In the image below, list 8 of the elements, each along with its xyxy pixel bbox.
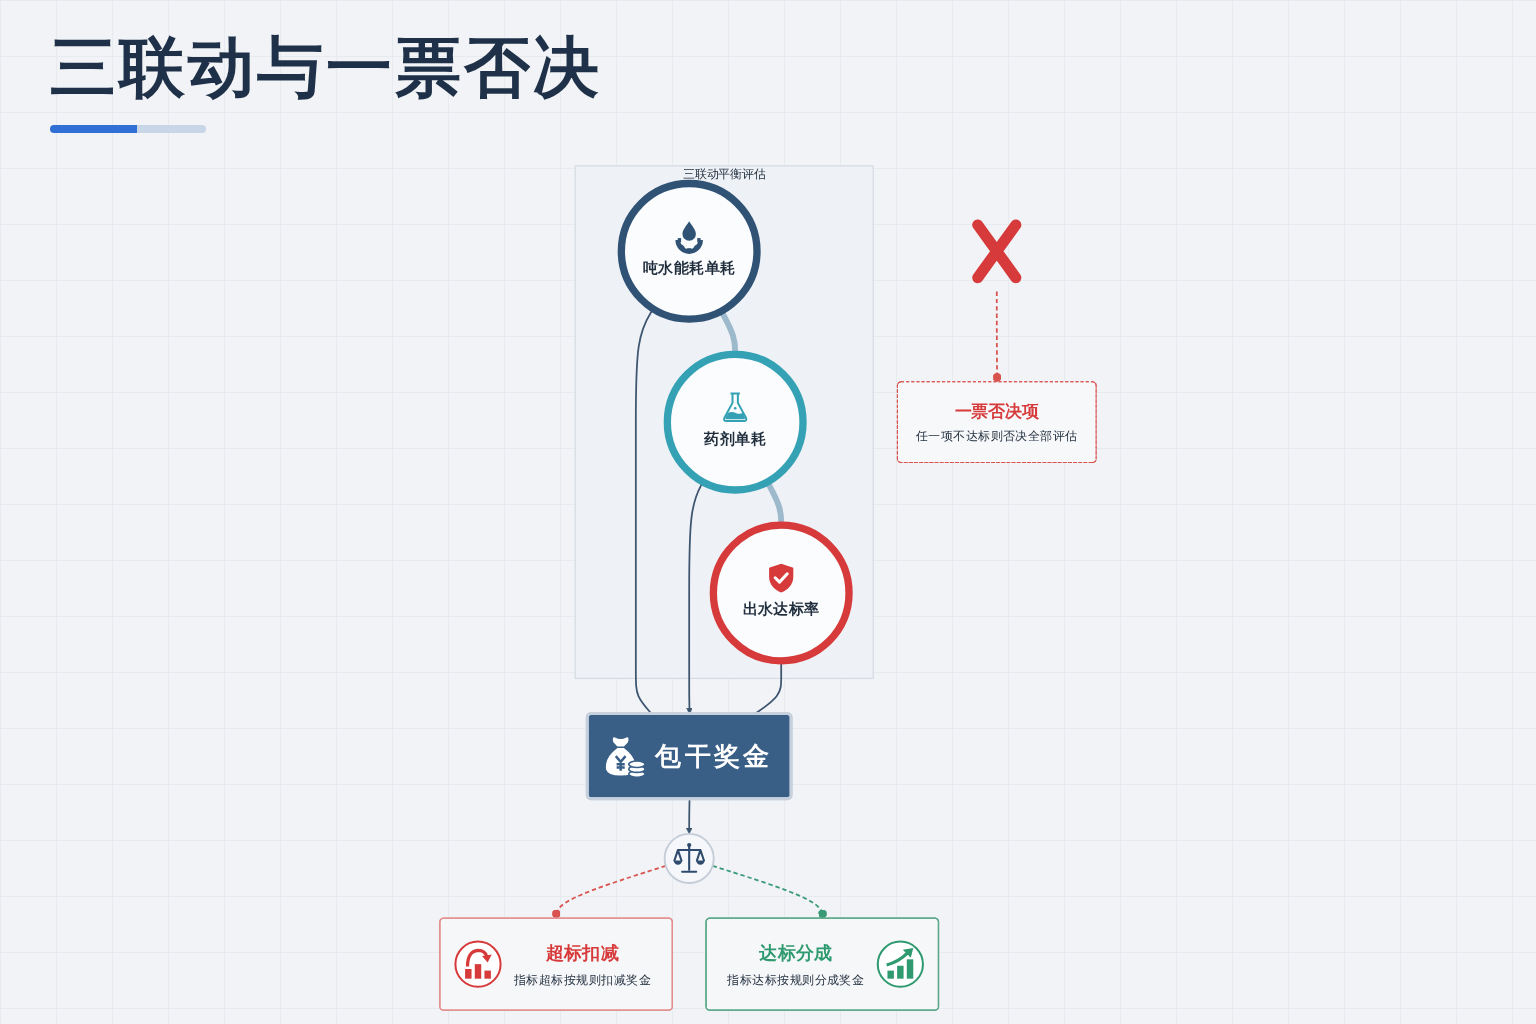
title: 三联动与一票否决 [50, 28, 602, 108]
node-circle: 吨水能耗单耗 [617, 179, 761, 323]
arrow [685, 798, 693, 835]
node-circle [663, 832, 715, 884]
connector [551, 864, 667, 920]
connector [711, 864, 827, 920]
node-circle: 药剂单耗 [663, 350, 807, 494]
node-circle: 出水达标率 [709, 521, 853, 665]
